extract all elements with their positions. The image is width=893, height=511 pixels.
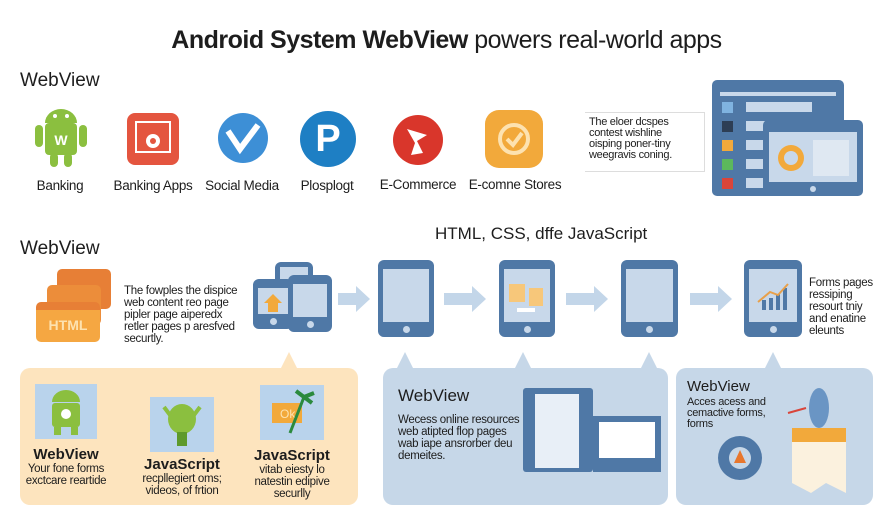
app-label: E-comne Stores xyxy=(468,177,562,192)
phone-list-illustration xyxy=(288,275,332,332)
section2-subheading: HTML, CSS, dffe JavaScript xyxy=(435,224,648,243)
pointer xyxy=(765,352,781,368)
flow-arrow xyxy=(566,286,608,312)
android-figure-icon xyxy=(150,397,214,452)
banking-app-icon xyxy=(127,113,179,165)
phone-diagram-illustration xyxy=(378,260,434,337)
feature-item: JavaScript recpllegiert oms;videos, of f… xyxy=(142,456,222,497)
android-pin-icon xyxy=(35,384,97,439)
flow-arrow xyxy=(690,286,732,312)
document-illustration xyxy=(523,388,593,472)
p-logo-icon: P xyxy=(300,111,356,167)
panel-title: WebView xyxy=(398,386,470,405)
app-label: Banking xyxy=(36,178,84,193)
pointer xyxy=(641,352,657,368)
ok-palm-icon: Ok xyxy=(260,385,324,440)
phone-chart-illustration xyxy=(744,260,802,337)
android-icon: W xyxy=(33,103,88,168)
laptop-fingerprint-illustration xyxy=(593,416,661,472)
section2-heading: WebView xyxy=(20,238,100,259)
app-label: E-Commerce xyxy=(379,177,457,192)
phone-cards-illustration xyxy=(499,260,555,337)
section1-heading: WebView xyxy=(20,70,100,91)
svg-text:Ok: Ok xyxy=(280,407,296,421)
flow-arrow xyxy=(338,286,370,312)
svg-text:W: W xyxy=(54,132,68,148)
flow-arrow xyxy=(444,286,486,312)
pointer xyxy=(397,352,413,368)
social-check-icon xyxy=(218,113,268,163)
pointer xyxy=(281,352,297,368)
html-file-icon: HTML xyxy=(36,302,100,342)
app-label: Social Media xyxy=(205,178,279,193)
app-label: Banking Apps xyxy=(113,178,193,193)
phone-document-illustration xyxy=(621,260,678,337)
gear-document-icon xyxy=(718,388,846,493)
tablet-home-illustration xyxy=(253,279,293,329)
ecommerce-icon xyxy=(393,115,443,165)
page-title: Android System WebView powers real-world… xyxy=(171,26,722,54)
pointer xyxy=(515,352,531,368)
tablet-chart-illustration xyxy=(763,120,863,196)
panel-title: WebView xyxy=(687,378,750,395)
store-badge-icon xyxy=(485,110,543,168)
app-label: Plosplogt xyxy=(300,178,354,193)
